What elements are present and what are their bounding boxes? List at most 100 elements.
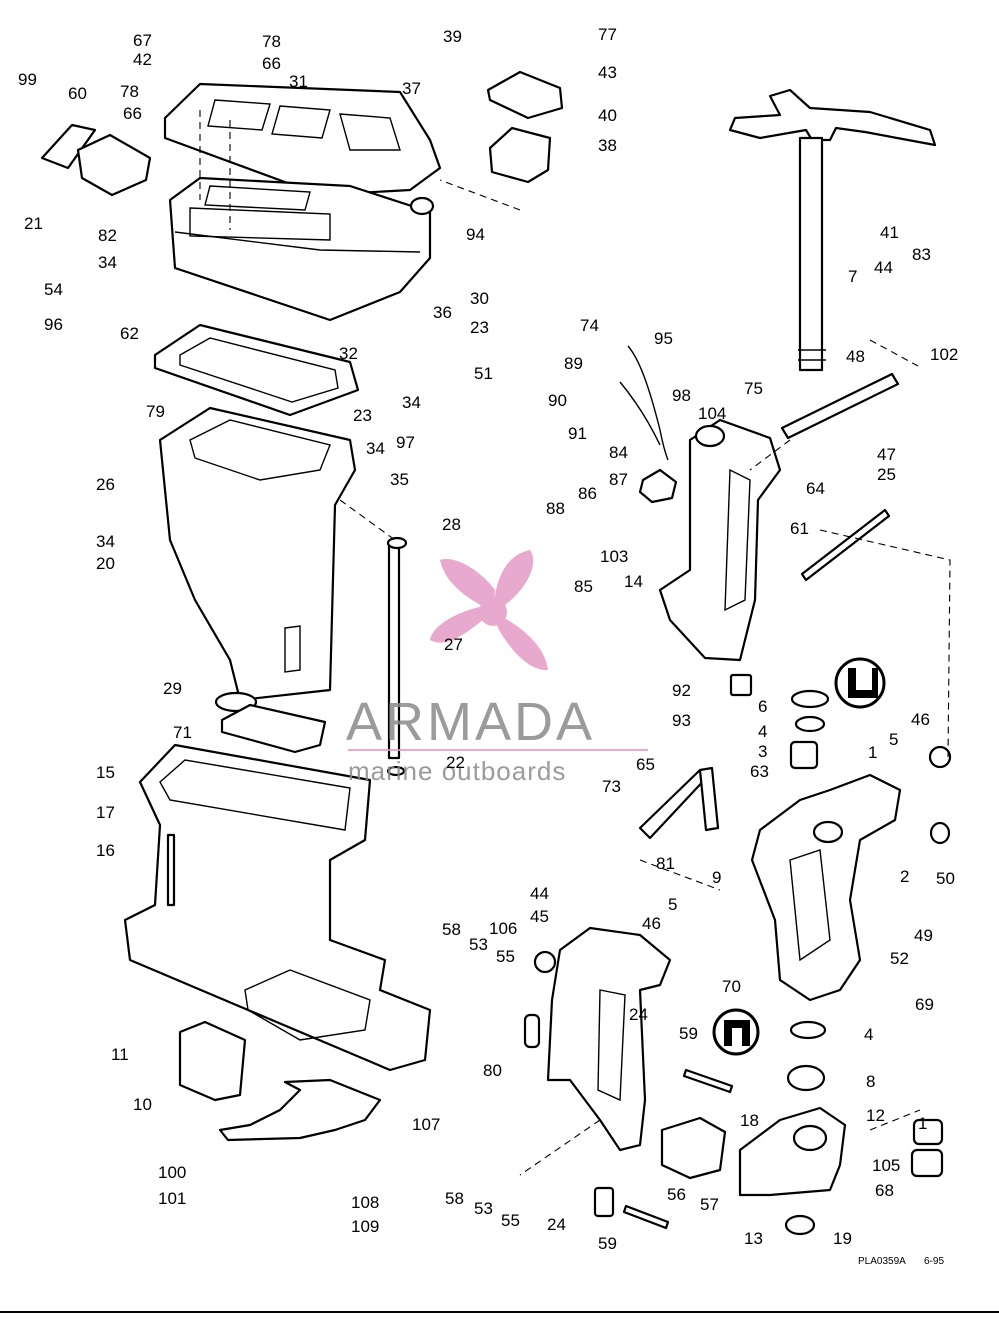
bracket-40 bbox=[486, 70, 564, 120]
callout-87: 87 bbox=[609, 470, 628, 489]
callout-63: 63 bbox=[750, 762, 769, 781]
bolt-61 bbox=[800, 508, 891, 582]
callout-56: 56 bbox=[667, 1185, 686, 1204]
callout-46: 46 bbox=[911, 710, 930, 729]
callout-68: 68 bbox=[875, 1181, 894, 1200]
bushing-106 bbox=[533, 950, 557, 974]
callout-64: 64 bbox=[806, 479, 825, 498]
callout-34: 34 bbox=[366, 439, 385, 458]
callout-80: 80 bbox=[483, 1061, 502, 1080]
callout-19: 19 bbox=[833, 1229, 852, 1248]
callout-108: 108 bbox=[351, 1193, 379, 1212]
callout-58: 58 bbox=[442, 920, 461, 939]
washer-46 bbox=[928, 745, 952, 769]
callout-6: 6 bbox=[758, 697, 767, 716]
bolt-59b bbox=[622, 1204, 670, 1230]
callout-1: 1 bbox=[868, 743, 877, 762]
callout-27: 27 bbox=[444, 635, 463, 654]
callout-31: 31 bbox=[289, 72, 308, 91]
callout-17: 17 bbox=[96, 803, 115, 822]
callout-41: 41 bbox=[880, 223, 899, 242]
callout-43: 43 bbox=[598, 63, 617, 82]
callout-88: 88 bbox=[546, 499, 565, 518]
callout-42: 42 bbox=[133, 50, 152, 69]
callout-54: 54 bbox=[44, 280, 63, 299]
callout-90: 90 bbox=[548, 391, 567, 410]
bushing-105-68 bbox=[910, 1118, 944, 1178]
callout-14: 14 bbox=[624, 572, 643, 591]
callout-35: 35 bbox=[390, 470, 409, 489]
callout-77: 77 bbox=[598, 25, 617, 44]
callout-73: 73 bbox=[602, 777, 621, 796]
callout-52: 52 bbox=[890, 949, 909, 968]
callout-49: 49 bbox=[914, 926, 933, 945]
callout-100: 100 bbox=[158, 1163, 186, 1182]
callout-69: 69 bbox=[915, 995, 934, 1014]
callout-57: 57 bbox=[700, 1195, 719, 1214]
callout-78: 78 bbox=[262, 32, 281, 51]
grommet-94 bbox=[409, 196, 435, 216]
cable-74-89 bbox=[619, 345, 669, 461]
callout-81: 81 bbox=[656, 854, 675, 873]
callout-53: 53 bbox=[469, 935, 488, 954]
ring-4a bbox=[794, 715, 826, 733]
watermark-title: ARMADA bbox=[346, 692, 595, 752]
gasket-71 bbox=[220, 703, 327, 754]
callout-55: 55 bbox=[496, 947, 515, 966]
callout-97: 97 bbox=[396, 433, 415, 452]
callout-29: 29 bbox=[163, 679, 182, 698]
ring-4b bbox=[789, 1020, 827, 1040]
callout-74: 74 bbox=[580, 316, 599, 335]
callout-32: 32 bbox=[339, 344, 358, 363]
stud-16 bbox=[166, 833, 176, 907]
callout-2: 2 bbox=[900, 867, 909, 886]
callout-51: 51 bbox=[474, 364, 493, 383]
page-rule bbox=[0, 1311, 999, 1313]
callout-105: 105 bbox=[872, 1156, 900, 1175]
plate-80 bbox=[523, 1013, 541, 1049]
callout-98: 98 bbox=[672, 386, 691, 405]
callout-102: 102 bbox=[930, 345, 958, 364]
callout-55: 55 bbox=[501, 1211, 520, 1230]
assembly-lines bbox=[199, 110, 951, 1176]
callout-53: 53 bbox=[474, 1199, 493, 1218]
bushing-3 bbox=[789, 740, 819, 770]
callout-5: 5 bbox=[668, 895, 677, 914]
adapter-gasket-37 bbox=[163, 82, 442, 197]
callout-91: 91 bbox=[568, 424, 587, 443]
lower-housing-15 bbox=[123, 743, 432, 1072]
callout-44: 44 bbox=[874, 258, 893, 277]
steering-arm-7 bbox=[728, 88, 937, 372]
plate-107 bbox=[218, 1078, 382, 1142]
drawing-code: PLA0359A 6-95 bbox=[858, 1256, 944, 1267]
drawing-id: PLA0359A bbox=[858, 1256, 906, 1267]
callout-89: 89 bbox=[564, 354, 583, 373]
callout-83: 83 bbox=[912, 245, 931, 264]
callout-30: 30 bbox=[470, 289, 489, 308]
upper-cover-gasket-21-60 bbox=[40, 123, 152, 197]
callout-40: 40 bbox=[598, 106, 617, 125]
callout-70: 70 bbox=[722, 977, 741, 996]
callout-78: 78 bbox=[120, 82, 139, 101]
watermark-subtitle: marine outboards bbox=[348, 756, 566, 786]
bushing-50 bbox=[929, 821, 951, 845]
callout-34: 34 bbox=[98, 253, 117, 272]
watermark: ARMADA marine outboards bbox=[346, 550, 648, 786]
swivel-bracket-64 bbox=[658, 418, 782, 662]
callout-23: 23 bbox=[470, 318, 489, 337]
callout-79: 79 bbox=[146, 402, 165, 421]
bolt-59a bbox=[682, 1068, 734, 1094]
callout-45: 45 bbox=[530, 907, 549, 926]
callout-59: 59 bbox=[679, 1024, 698, 1043]
callout-65: 65 bbox=[636, 755, 655, 774]
cover-10 bbox=[178, 1020, 247, 1102]
callout-93: 93 bbox=[672, 711, 691, 730]
plate-24b bbox=[593, 1186, 615, 1218]
callout-92: 92 bbox=[672, 681, 691, 700]
callout-37: 37 bbox=[402, 79, 421, 98]
exhaust-housing-26 bbox=[158, 406, 357, 702]
callout-36: 36 bbox=[433, 303, 452, 322]
callout-44: 44 bbox=[530, 884, 549, 903]
callout-24: 24 bbox=[547, 1215, 566, 1234]
